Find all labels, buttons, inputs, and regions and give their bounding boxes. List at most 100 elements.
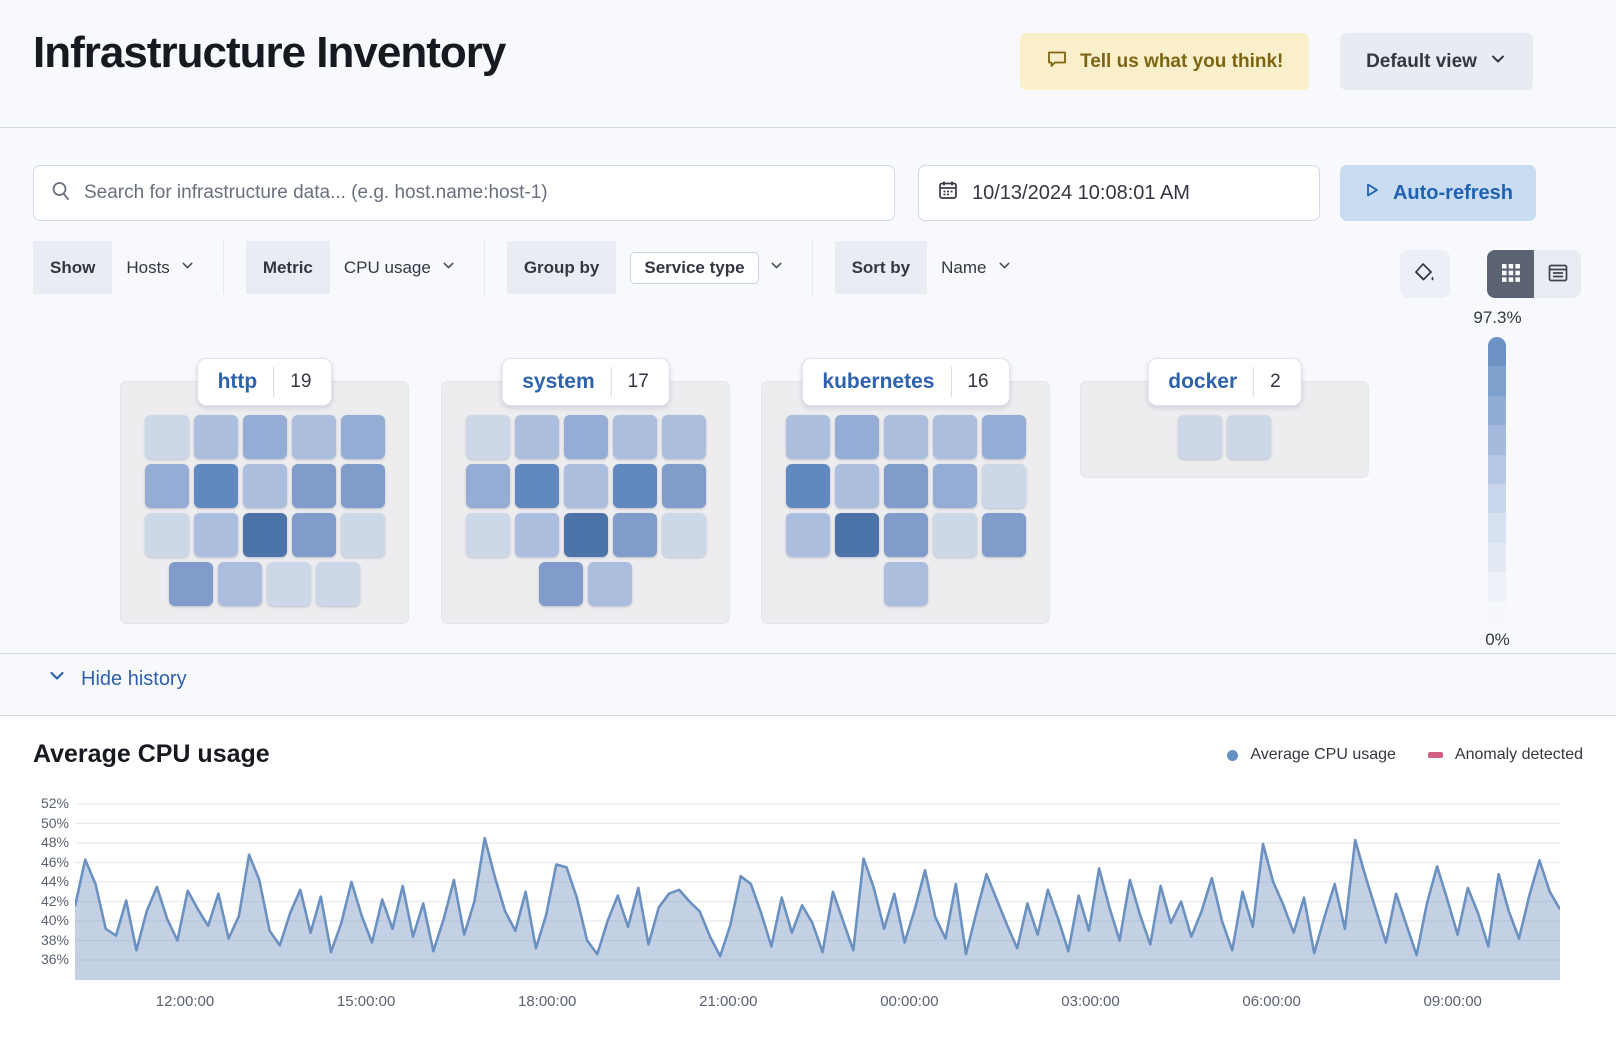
host-square[interactable]	[883, 513, 928, 557]
auto-refresh-button[interactable]: Auto-refresh	[1340, 165, 1536, 221]
host-square[interactable]	[193, 513, 238, 557]
chart-title: Average CPU usage	[33, 740, 270, 768]
host-square[interactable]	[316, 562, 360, 606]
section-divider	[0, 653, 1616, 654]
host-square[interactable]	[242, 513, 287, 557]
host-square[interactable]	[612, 415, 657, 459]
host-square[interactable]	[465, 415, 510, 459]
search-input[interactable]	[84, 182, 878, 204]
host-square[interactable]	[144, 464, 189, 508]
host-square[interactable]	[169, 562, 213, 606]
host-square[interactable]	[834, 464, 879, 508]
hide-history-toggle[interactable]: Hide history	[47, 666, 187, 692]
host-square[interactable]	[539, 562, 583, 606]
show-label: Show	[33, 241, 113, 294]
host-square[interactable]	[785, 513, 830, 557]
feedback-button[interactable]: Tell us what you think!	[1020, 33, 1310, 90]
host-square[interactable]	[514, 513, 559, 557]
group-by-filter-group: Group by Service type	[506, 241, 813, 294]
speech-bubble-icon	[1046, 48, 1068, 76]
host-square[interactable]	[514, 464, 559, 508]
y-tick-label: 48%	[40, 834, 69, 850]
group-badge-system[interactable]: system 17	[501, 358, 670, 406]
legend-options-button[interactable]	[1400, 250, 1450, 298]
host-square[interactable]	[465, 513, 510, 557]
paint-fill-icon	[1413, 261, 1437, 288]
chevron-down-icon	[47, 666, 67, 692]
host-square[interactable]	[218, 562, 262, 606]
host-square[interactable]	[785, 464, 830, 508]
y-tick-label: 52%	[40, 795, 69, 811]
group-by-dropdown[interactable]: Service type	[616, 241, 797, 294]
host-square[interactable]	[834, 415, 879, 459]
host-square[interactable]	[563, 464, 608, 508]
host-square[interactable]	[291, 513, 336, 557]
host-square[interactable]	[612, 513, 657, 557]
sort-by-dropdown[interactable]: Name	[927, 241, 1025, 294]
show-filter-group: Show Hosts	[33, 241, 224, 294]
metric-dropdown[interactable]: CPU usage	[330, 241, 470, 294]
host-square[interactable]	[563, 415, 608, 459]
host-square[interactable]	[932, 415, 977, 459]
y-tick-label: 50%	[40, 814, 69, 831]
host-square[interactable]	[785, 415, 830, 459]
host-square[interactable]	[291, 415, 336, 459]
host-square[interactable]	[981, 415, 1026, 459]
x-tick-label: 00:00:00	[880, 993, 939, 1010]
host-square[interactable]	[661, 464, 706, 508]
calendar-icon	[937, 179, 959, 207]
badge-separator	[610, 367, 612, 397]
legend-item-avg-cpu[interactable]: Average CPU usage	[1227, 746, 1396, 764]
host-square[interactable]	[588, 562, 632, 606]
host-square[interactable]	[834, 513, 879, 557]
host-square[interactable]	[193, 415, 238, 459]
group-badge-http[interactable]: http 19	[196, 358, 333, 406]
host-square[interactable]	[883, 562, 928, 606]
host-square[interactable]	[193, 464, 238, 508]
host-square[interactable]	[340, 415, 385, 459]
host-square[interactable]	[340, 513, 385, 557]
host-square[interactable]	[981, 464, 1026, 508]
table-view-button[interactable]	[1534, 250, 1581, 298]
host-square[interactable]	[242, 464, 287, 508]
y-tick-label: 38%	[40, 931, 69, 948]
chevron-down-icon	[769, 258, 784, 278]
host-square[interactable]	[883, 464, 928, 508]
host-square[interactable]	[932, 513, 977, 557]
host-square[interactable]	[883, 415, 928, 459]
sort-by-label: Sort by	[834, 241, 928, 294]
page-title: Infrastructure Inventory	[33, 28, 506, 77]
host-square[interactable]	[612, 464, 657, 508]
history-panel: Average CPU usage Average CPU usage Anom…	[0, 715, 1616, 1038]
group-by-selected-value[interactable]: Service type	[630, 251, 759, 284]
date-picker-button[interactable]: 10/13/2024 10:08:01 AM	[918, 165, 1320, 221]
host-square[interactable]	[514, 415, 559, 459]
x-tick-label: 09:00:00	[1423, 993, 1482, 1010]
waffle-grid-docker	[1081, 382, 1368, 459]
host-square[interactable]	[1227, 415, 1271, 459]
chevron-down-icon	[1489, 50, 1507, 74]
group-badge-docker[interactable]: docker 2	[1147, 358, 1302, 406]
host-square[interactable]	[291, 464, 336, 508]
legend-item-anomaly[interactable]: Anomaly detected	[1427, 746, 1583, 764]
y-tick-label: 44%	[40, 873, 69, 889]
group-badge-kubernetes[interactable]: kubernetes 16	[801, 358, 1010, 406]
scale-min-label: 0%	[1485, 630, 1510, 649]
host-square[interactable]	[661, 415, 706, 459]
view-dropdown[interactable]: Default view	[1340, 33, 1533, 90]
host-square[interactable]	[932, 464, 977, 508]
host-square[interactable]	[465, 464, 510, 508]
host-square[interactable]	[340, 464, 385, 508]
host-square[interactable]	[144, 513, 189, 557]
show-dropdown[interactable]: Hosts	[112, 241, 208, 294]
host-square[interactable]	[242, 415, 287, 459]
host-square[interactable]	[563, 513, 608, 557]
host-square[interactable]	[661, 513, 706, 557]
host-square[interactable]	[267, 562, 311, 606]
host-square[interactable]	[144, 415, 189, 459]
play-icon	[1363, 181, 1381, 205]
host-square[interactable]	[1178, 415, 1222, 459]
grid-view-button[interactable]	[1487, 250, 1534, 298]
host-square[interactable]	[981, 513, 1026, 557]
